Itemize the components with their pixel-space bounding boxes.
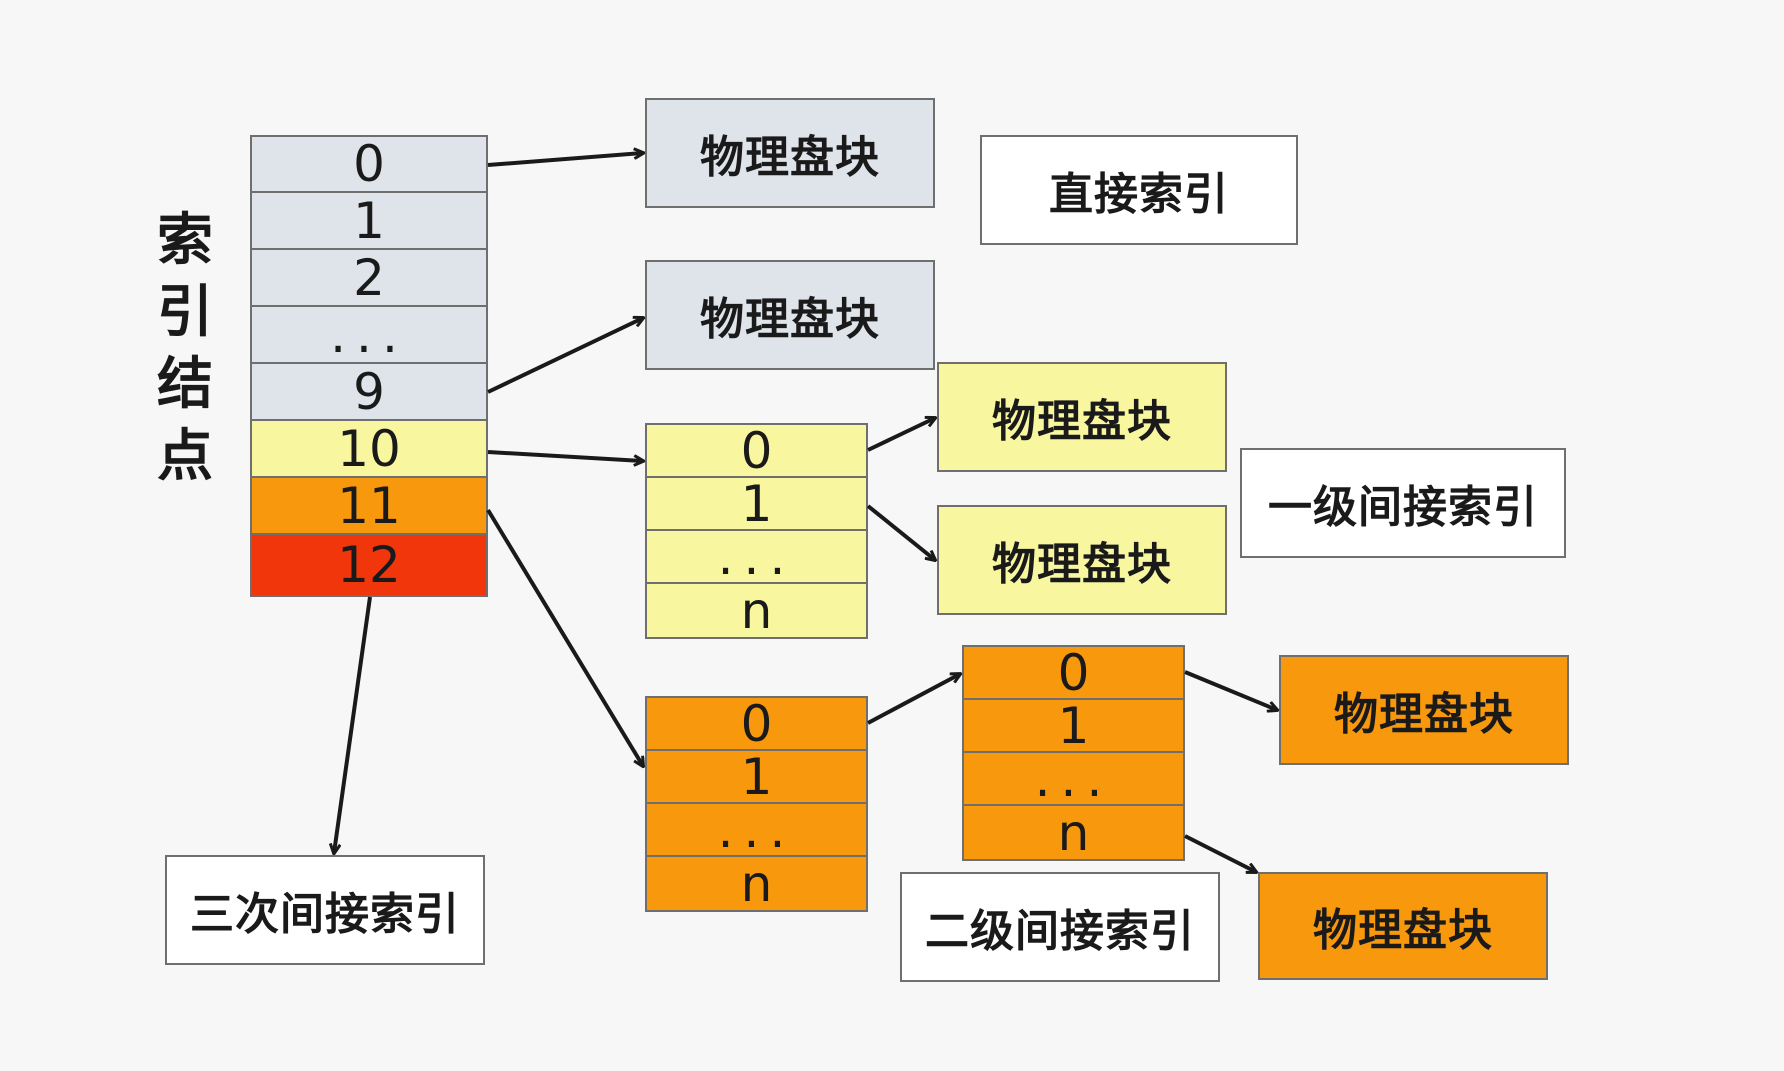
double-indirect-first-cell-ellipsis: ... <box>645 802 868 857</box>
inode-label-char: 结 <box>157 352 213 417</box>
arrow-cell9-to-direct-block-b <box>487 318 643 394</box>
inode-cell-ellipsis: ... <box>250 305 488 364</box>
arrow-cell0-to-direct-block-a <box>487 153 643 167</box>
double-indirect-second-cell-n: n <box>962 804 1185 861</box>
cell-text: n <box>740 581 773 640</box>
single-indirect-cell-n: n <box>645 582 868 639</box>
direct-index-label: 直接索引 <box>980 135 1298 245</box>
cell-text: 0 <box>740 421 773 480</box>
cell-text: n <box>1057 803 1090 862</box>
block-text: 物理盘块 <box>992 539 1172 590</box>
single-indirect-label: 一级间接索引 <box>1240 448 1566 558</box>
double-indirect-second-cell-ellipsis: ... <box>962 751 1185 806</box>
triple-indirect-label: 三次间接索引 <box>165 855 485 965</box>
inode-cell-text: 1 <box>353 191 385 250</box>
label-text: 二级间接索引 <box>925 906 1195 957</box>
inode-label-char: 引 <box>157 280 213 345</box>
arrow-double-secondn-to-block-b <box>1184 834 1256 872</box>
inode-cell-text: 2 <box>353 248 385 307</box>
single-indirect-physical-block-b: 物理盘块 <box>937 505 1227 615</box>
block-text: 物理盘块 <box>1334 689 1514 740</box>
block-text: 物理盘块 <box>700 132 880 183</box>
inode-cell-10: 10 <box>250 419 488 478</box>
single-indirect-cell-1: 1 <box>645 476 868 531</box>
cell-text: 1 <box>1057 696 1090 755</box>
single-indirect-cell-0: 0 <box>645 423 868 478</box>
inode-cell-text: ... <box>330 305 408 364</box>
block-text: 物理盘块 <box>1313 905 1493 956</box>
arrow-double-first0-to-second <box>867 674 960 725</box>
arrow-cell10-to-single-indirect <box>487 450 643 461</box>
single-indirect-cell-ellipsis: ... <box>645 529 868 584</box>
cell-text: ... <box>717 800 796 859</box>
inode-cell-text: 9 <box>353 362 385 421</box>
inode-cell-11: 11 <box>250 476 488 535</box>
arrow-cell12-to-triple <box>334 596 372 853</box>
direct-physical-block-a: 物理盘块 <box>645 98 935 208</box>
cell-text: n <box>740 854 773 913</box>
cell-text: 0 <box>1057 643 1090 702</box>
label-text: 三次间接索引 <box>190 889 460 940</box>
arrow-single0-to-block-a <box>867 418 935 452</box>
double-indirect-second-cell-0: 0 <box>962 645 1185 700</box>
label-text: 直接索引 <box>1049 169 1229 220</box>
inode-cell-text: 12 <box>337 536 401 594</box>
cell-text: 1 <box>740 747 773 806</box>
inode-cell-1: 1 <box>250 191 488 250</box>
inode-cell-2: 2 <box>250 248 488 307</box>
cell-text: 0 <box>740 694 773 753</box>
inode-cell-0: 0 <box>250 135 488 193</box>
arrow-single1-to-block-b <box>866 504 935 560</box>
block-text: 物理盘块 <box>700 294 880 345</box>
double-indirect-first-cell-0: 0 <box>645 696 868 751</box>
arrow-double-second0-to-block-a <box>1184 670 1277 710</box>
double-indirect-label: 二级间接索引 <box>900 872 1220 982</box>
inode-cell-9: 9 <box>250 362 488 421</box>
cell-text: ... <box>1034 749 1113 808</box>
inode-label-char: 点 <box>157 424 213 489</box>
double-indirect-first-cell-1: 1 <box>645 749 868 804</box>
arrow-cell11-to-double-first <box>486 508 643 766</box>
block-text: 物理盘块 <box>992 396 1172 447</box>
inode-cell-12: 12 <box>250 533 488 597</box>
inode-cell-text: 11 <box>337 476 401 535</box>
label-text: 一级间接索引 <box>1268 482 1538 533</box>
cell-text: 1 <box>740 474 773 533</box>
double-indirect-second-cell-1: 1 <box>962 698 1185 753</box>
inode-label: 索 引 结 点 <box>140 205 230 493</box>
direct-physical-block-b: 物理盘块 <box>645 260 935 370</box>
inode-cell-text: 10 <box>337 419 401 478</box>
double-indirect-first-cell-n: n <box>645 855 868 912</box>
single-indirect-physical-block-a: 物理盘块 <box>937 362 1227 472</box>
double-indirect-physical-block-b: 物理盘块 <box>1258 872 1548 980</box>
inode-cell-text: 0 <box>353 135 385 193</box>
inode-label-char: 索 <box>157 208 213 273</box>
double-indirect-physical-block-a: 物理盘块 <box>1279 655 1569 765</box>
cell-text: ... <box>717 527 796 586</box>
